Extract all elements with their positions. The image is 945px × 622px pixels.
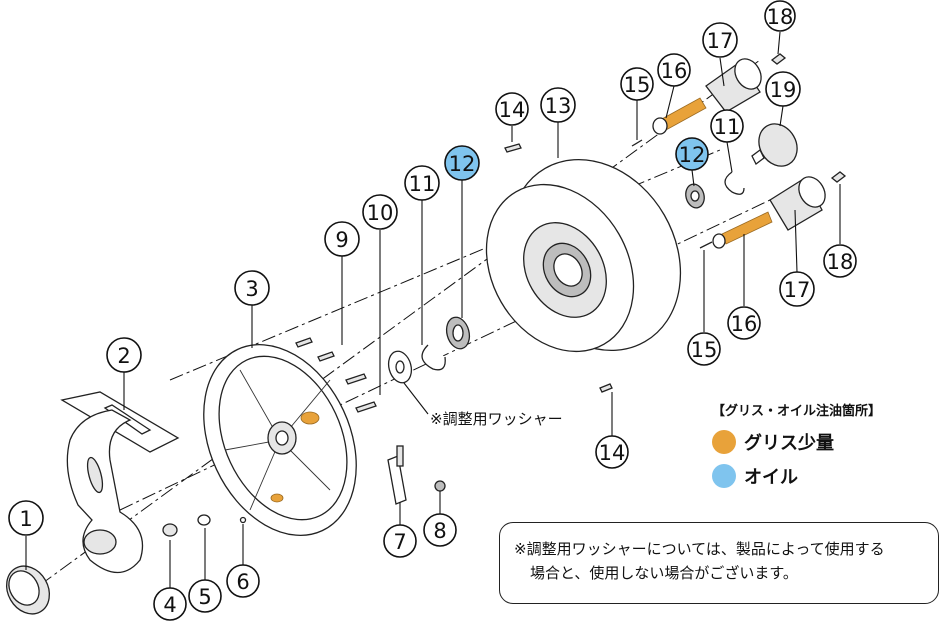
callout-6: 6 bbox=[226, 564, 260, 598]
callout-4: 4 bbox=[153, 587, 187, 621]
part-11-retaining-clip bbox=[421, 344, 446, 371]
legend-oil-label: オイル bbox=[744, 467, 798, 488]
callout-10: 10 bbox=[362, 194, 398, 230]
callout-13-number: 13 bbox=[545, 94, 572, 118]
legend-item-grease: グリス少量 bbox=[712, 429, 902, 455]
callout-19: 19 bbox=[765, 71, 801, 107]
callout-11-right: 11 bbox=[710, 109, 744, 143]
callout-5-number: 5 bbox=[198, 585, 211, 609]
callout-7-number: 7 bbox=[393, 530, 406, 554]
callout-12-right-number: 12 bbox=[679, 143, 706, 167]
washer-note-leader bbox=[403, 382, 429, 415]
callout-11-left: 11 bbox=[404, 165, 440, 201]
callout-15-bottom: 15 bbox=[687, 332, 721, 366]
callout-14-top: 14 bbox=[495, 92, 529, 126]
part-8-screw bbox=[434, 480, 446, 492]
callout-12-left-number: 12 bbox=[449, 152, 476, 176]
callout-1-number: 1 bbox=[19, 507, 32, 531]
callout-9-number: 9 bbox=[335, 228, 348, 252]
callout-15-top: 15 bbox=[620, 67, 654, 101]
callout-9: 9 bbox=[324, 221, 360, 257]
part-10-screws bbox=[345, 373, 377, 413]
callout-16-top-number: 16 bbox=[661, 59, 688, 83]
callout-8: 8 bbox=[423, 513, 457, 547]
callout-12-right-oil: 12 bbox=[675, 137, 709, 171]
part-4-collar bbox=[162, 523, 178, 537]
part-11-clip-right bbox=[724, 171, 745, 195]
callout-8-number: 8 bbox=[433, 519, 446, 543]
part-16-shaft-top bbox=[652, 97, 707, 135]
callout-13: 13 bbox=[540, 87, 576, 123]
callout-4-number: 4 bbox=[163, 593, 176, 617]
part-18-screw-top bbox=[770, 53, 787, 65]
callout-17-bottom-number: 17 bbox=[784, 278, 811, 302]
callout-5: 5 bbox=[188, 579, 222, 613]
part-6-pin bbox=[239, 516, 247, 524]
callout-3-number: 3 bbox=[245, 277, 258, 301]
part-13-spool bbox=[485, 158, 682, 353]
part-17-handle-knob-top bbox=[705, 58, 762, 113]
legend-title: 【グリス・オイル注油箇所】 bbox=[712, 404, 882, 419]
callout-18-bottom-number: 18 bbox=[827, 250, 854, 274]
callout-11-left-number: 11 bbox=[409, 172, 436, 196]
part-adjust-washer bbox=[387, 350, 413, 384]
callout-3: 3 bbox=[234, 270, 270, 306]
part-19-drag-knob bbox=[751, 123, 798, 167]
callout-16-bottom: 16 bbox=[727, 306, 761, 340]
part-12-bearing bbox=[445, 316, 471, 350]
part-7-click-spring bbox=[387, 445, 407, 505]
callout-11-right-number: 11 bbox=[714, 115, 741, 139]
part-17-handle-knob-bottom bbox=[769, 176, 826, 231]
callout-19-number: 19 bbox=[770, 78, 797, 102]
part-18-screw-bottom bbox=[830, 171, 847, 183]
callout-14-bottom: 14 bbox=[595, 435, 629, 469]
callout-7: 7 bbox=[383, 524, 417, 558]
callout-15-bottom-number: 15 bbox=[691, 338, 718, 362]
lubrication-legend: 【グリス・オイル注油箇所】 グリス少量 オイル bbox=[712, 400, 902, 497]
washer-usage-note: ※調整用ワッシャーについては、製品によって使用する 場合と、使用しない場合がござ… bbox=[499, 522, 939, 604]
leader-lines bbox=[25, 31, 841, 588]
part-1-knob-cap bbox=[5, 565, 51, 615]
legend-grease-label: グリス少量 bbox=[744, 433, 834, 454]
callout-17-top: 17 bbox=[702, 22, 738, 58]
callout-14-top-number: 14 bbox=[499, 98, 526, 122]
callout-18-top-number: 18 bbox=[767, 5, 794, 29]
part-16-shaft-bottom bbox=[712, 211, 773, 249]
note-line-1: ※調整用ワッシャーについては、製品によって使用する bbox=[514, 540, 885, 558]
callout-18-top: 18 bbox=[764, 0, 796, 32]
legend-item-oil: オイル bbox=[712, 463, 902, 489]
part-14-screw-top bbox=[504, 143, 522, 153]
part-15-pin-top bbox=[631, 139, 643, 147]
washer-note-label: ※調整用ワッシャー bbox=[430, 410, 563, 428]
grease-dot-icon bbox=[712, 430, 736, 454]
callout-12-left-oil: 12 bbox=[444, 145, 480, 181]
note-line-2: 場合と、使用しない場合がございます。 bbox=[530, 564, 798, 582]
part-12-bearing-right bbox=[685, 183, 705, 209]
callout-18-bottom: 18 bbox=[823, 244, 857, 278]
callout-2: 2 bbox=[106, 337, 142, 373]
callout-10-number: 10 bbox=[367, 201, 394, 225]
callout-16-top: 16 bbox=[657, 53, 691, 87]
callout-1: 1 bbox=[8, 500, 44, 536]
callout-14-bottom-number: 14 bbox=[599, 441, 626, 465]
callout-15-top-number: 15 bbox=[624, 73, 651, 97]
part-3-handle-plate bbox=[203, 344, 357, 536]
part-2-foot-bracket bbox=[60, 391, 180, 573]
callout-16-bottom-number: 16 bbox=[731, 312, 758, 336]
callout-17-bottom: 17 bbox=[779, 271, 815, 307]
part-15-pin-bottom bbox=[699, 241, 713, 249]
callout-17-top-number: 17 bbox=[707, 29, 734, 53]
callout-6-number: 6 bbox=[236, 570, 249, 594]
callout-2-number: 2 bbox=[117, 344, 130, 368]
part-14-screw-bottom bbox=[599, 383, 613, 393]
part-5-washer bbox=[197, 514, 211, 526]
oil-dot-icon bbox=[712, 464, 736, 488]
part-9-screws bbox=[295, 337, 335, 362]
